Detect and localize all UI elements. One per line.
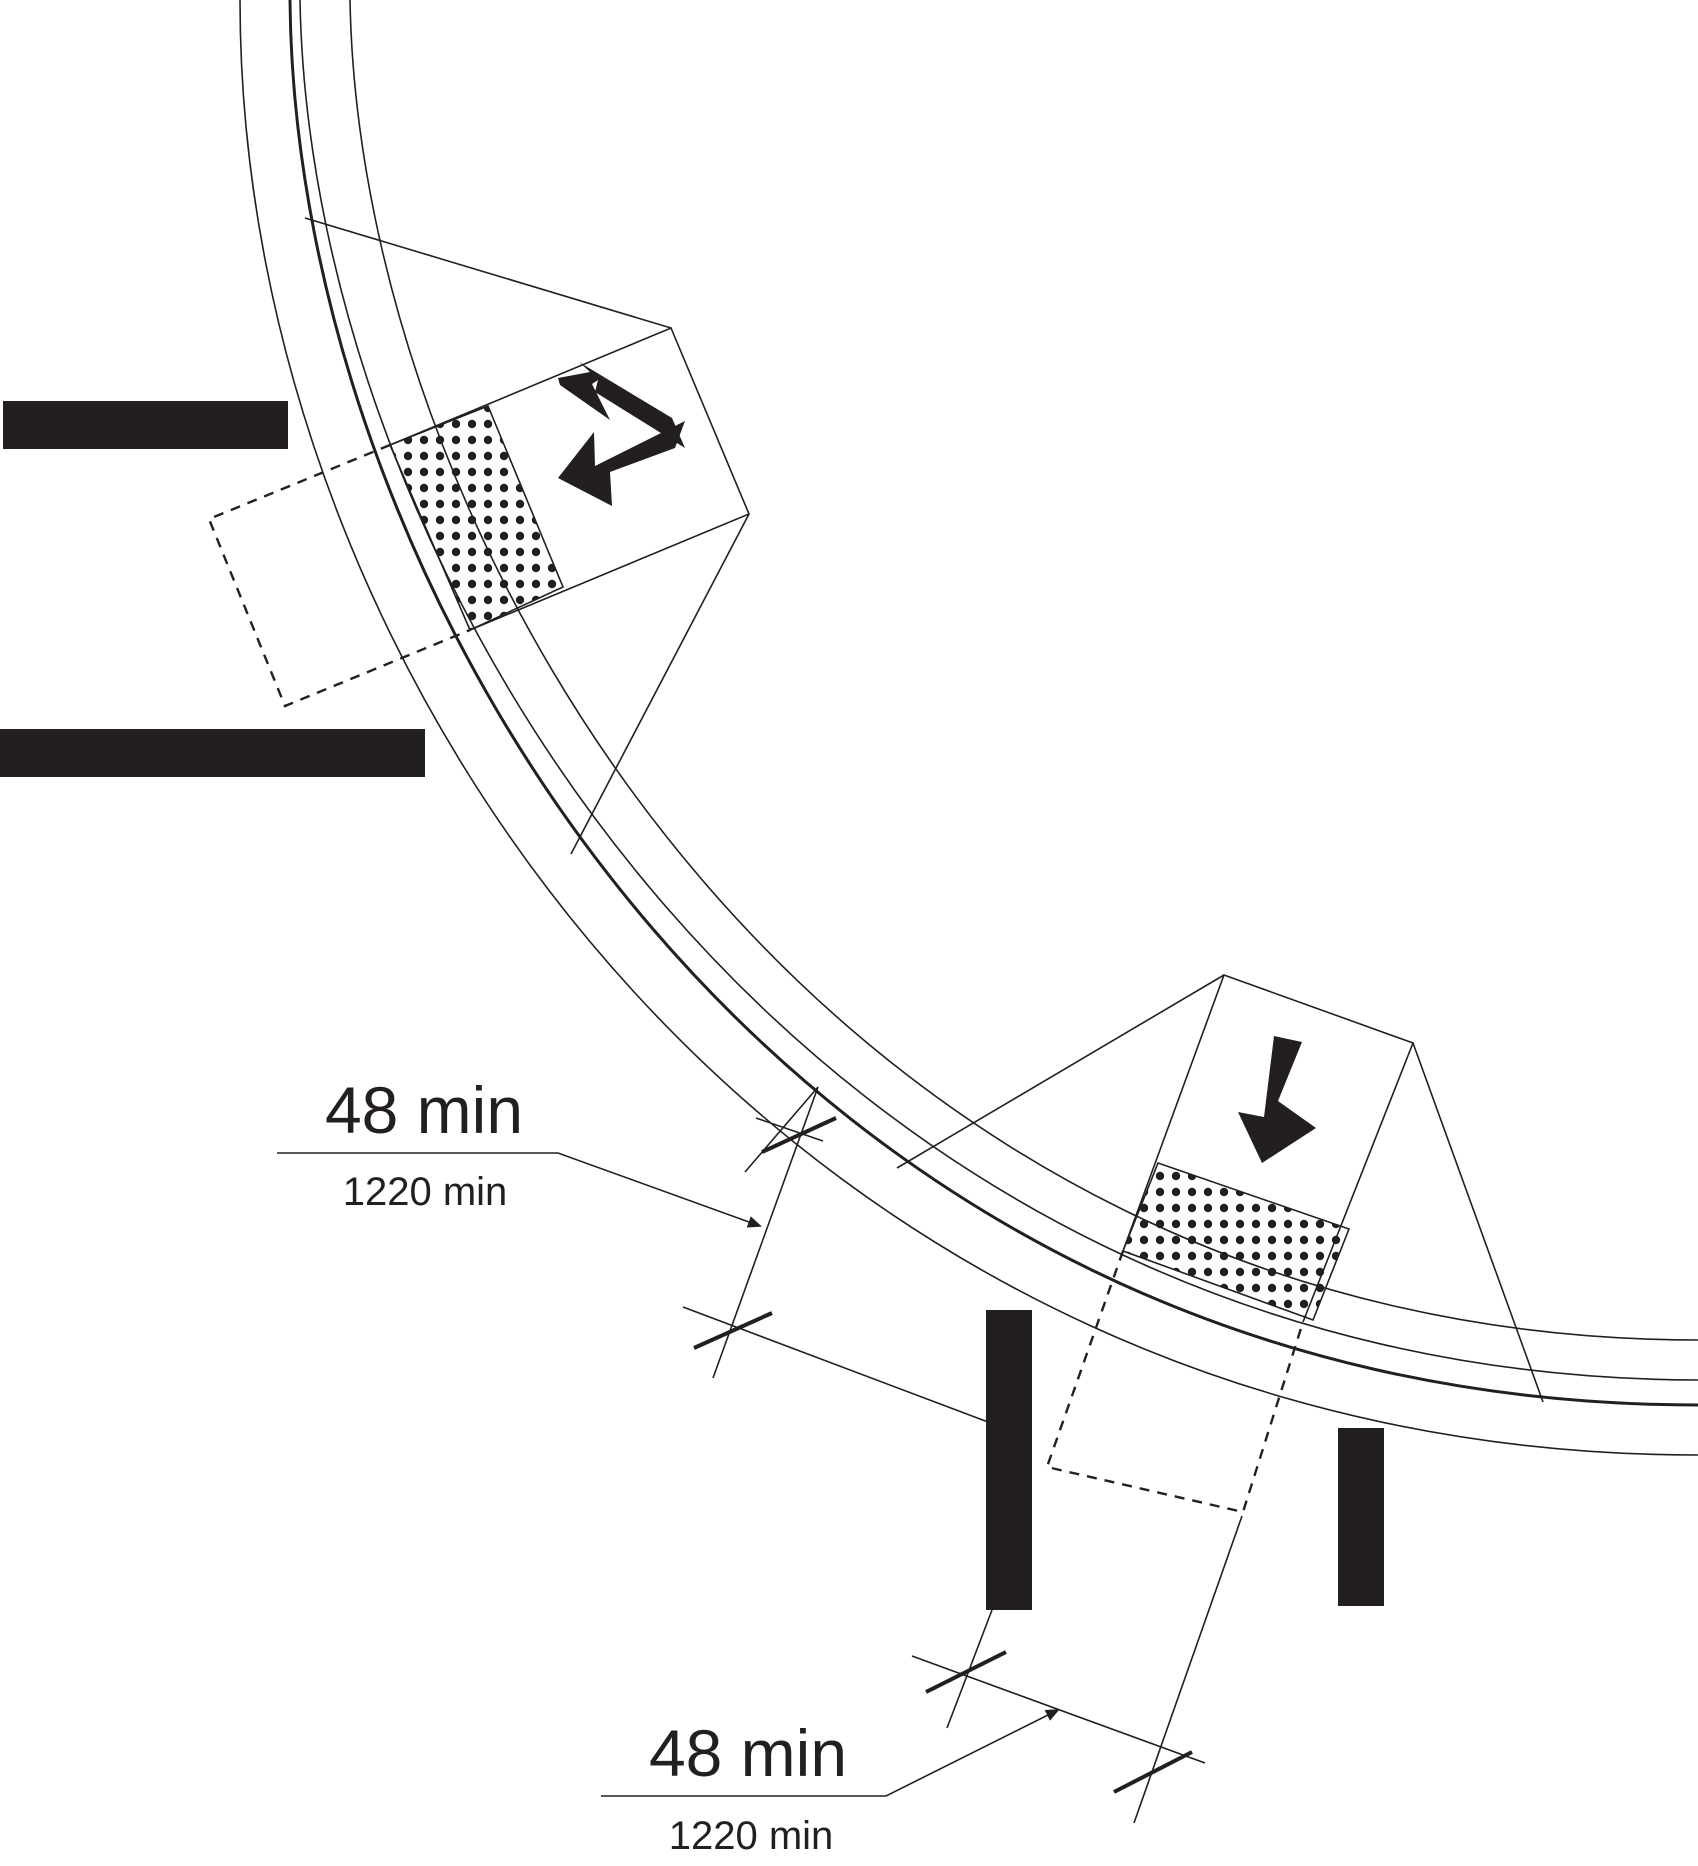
- crosswalk-bars: [0, 401, 1384, 1610]
- lower-ramp-run: [1122, 973, 1415, 1323]
- dimension-upper-tick-1: [761, 1116, 837, 1154]
- direction-arrows: [558, 421, 1316, 1163]
- dimension-lower: [601, 1515, 1243, 1824]
- dimension-upper-secondary: 1220 min: [343, 1170, 508, 1214]
- dimension-lower-tick-2: [1113, 1750, 1193, 1794]
- crosswalk-bar-upper-left-top: [3, 401, 288, 449]
- lower-ramp-arrow-icon: [1238, 1036, 1316, 1163]
- street-edge: [349, 0, 1698, 1341]
- dimension-upper-tick-2: [693, 1311, 773, 1350]
- lower-ramp-flare-right: [1412, 1042, 1544, 1403]
- dimension-lower-line: [911, 1655, 1206, 1764]
- upper-ramp-run: [389, 326, 751, 631]
- dimension-lower-extension-2: [1133, 1515, 1243, 1824]
- upper-ramp-arrow: [558, 362, 685, 448]
- dimension-upper: [277, 1086, 989, 1423]
- dimension-lower-leader: [601, 1709, 1060, 1797]
- dimension-upper-tick-1b: [755, 1117, 824, 1142]
- crosswalk-bar-lower-right: [1338, 1428, 1384, 1606]
- crosswalk-bar-lower-left: [986, 1310, 1032, 1610]
- outer-sidewalk-edge: [239, 0, 1698, 1456]
- upper-ramp-flare-left: [304, 217, 672, 329]
- dimension-lower-secondary: 1220 min: [669, 1814, 834, 1858]
- curb-arcs: [239, 0, 1698, 1456]
- upper-curb-ramp: [207, 217, 751, 855]
- dimension-lower-primary: 48 min: [649, 1716, 847, 1790]
- upper-ramp-arrow-icon: [558, 421, 685, 506]
- upper-landing-dashed: [207, 443, 471, 708]
- detectable-warning-lower: [1121, 1161, 1351, 1322]
- dimension-lower-tick-1: [925, 1650, 1007, 1694]
- dimension-upper-leader: [277, 1152, 762, 1228]
- lower-landing-dashed: [1045, 1250, 1305, 1514]
- lower-curb-ramp: [896, 973, 1544, 1514]
- curb-line-inner: [299, 0, 1698, 1381]
- crosswalk-bar-upper-left-bottom: [0, 729, 425, 777]
- dimension-upper-extension-2: [682, 1306, 989, 1423]
- dimension-upper-primary: 48 min: [325, 1073, 523, 1147]
- detectable-warning-upper: [388, 404, 565, 632]
- curb-line-outer: [288, 0, 1698, 1407]
- upper-ramp-flare-right: [570, 513, 750, 855]
- dimension-upper-line: [744, 1086, 819, 1173]
- lower-ramp-flare-left: [896, 974, 1225, 1169]
- dimension-labels: 48 min 1220 min 48 min 1220 min: [325, 1073, 847, 1858]
